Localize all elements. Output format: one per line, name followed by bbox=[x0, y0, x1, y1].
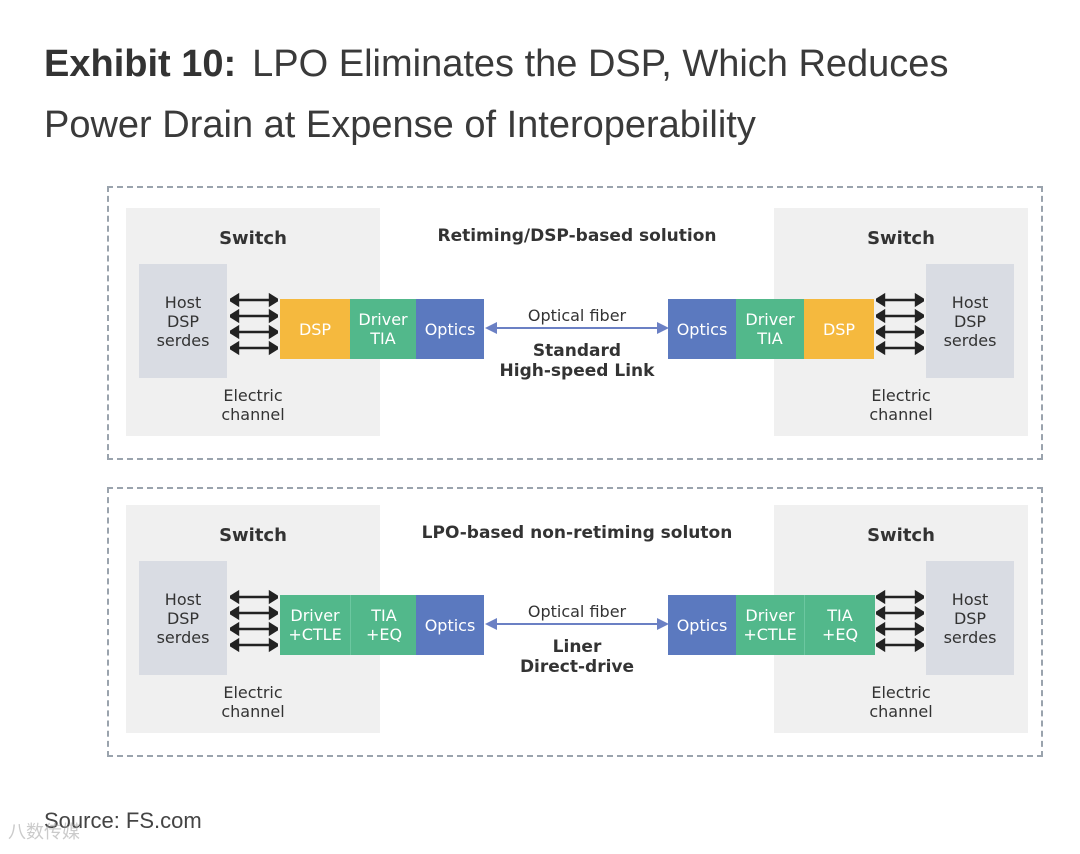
right-switch: Switch Host DSP serdes Electric channel bbox=[774, 505, 1028, 733]
source-note: Source: FS.com bbox=[44, 808, 202, 833]
switch-title: Switch bbox=[219, 228, 287, 249]
electric-lanes-icon bbox=[876, 292, 924, 356]
driver-ctle-block: Driver +CTLE bbox=[736, 595, 804, 655]
dsp-block: DSP bbox=[804, 299, 874, 359]
left-switch: Switch Host DSP serdes Electric channel bbox=[126, 505, 380, 733]
fiber-arrow-icon bbox=[485, 618, 669, 630]
electric-channel-label: Electric channel bbox=[221, 683, 285, 721]
link-label: Standard High-speed Link bbox=[499, 341, 655, 381]
link-label: Liner Direct-drive bbox=[519, 637, 635, 677]
driver-tia-block: Driver TIA bbox=[736, 299, 804, 359]
optics-block: Optics bbox=[668, 595, 736, 655]
exhibit-heading: LPO Eliminates the DSP, Which Reduces Po… bbox=[44, 43, 949, 146]
optical-fiber-label: Optical fiber bbox=[527, 306, 627, 325]
host-dsp-serdes: Host DSP serdes bbox=[926, 561, 1014, 675]
fiber-arrow-icon bbox=[485, 322, 669, 334]
exhibit-number: Exhibit 10: bbox=[44, 43, 237, 85]
panel-heading: LPO-based non-retiming soluton bbox=[421, 523, 733, 543]
tia-eq-block: TIA +EQ bbox=[804, 595, 875, 655]
optical-fiber-label: Optical fiber bbox=[527, 602, 627, 621]
lpo-solution-panel: Switch Host DSP serdes Electric channel … bbox=[107, 487, 1043, 757]
optics-block: Optics bbox=[668, 299, 736, 359]
tia-eq-block: TIA +EQ bbox=[350, 595, 417, 655]
electric-lanes-icon bbox=[230, 292, 278, 356]
optics-block: Optics bbox=[416, 299, 484, 359]
dsp-block: DSP bbox=[280, 299, 350, 359]
driver-tia-block: Driver TIA bbox=[350, 299, 416, 359]
host-dsp-serdes: Host DSP serdes bbox=[926, 264, 1014, 378]
switch-title: Switch bbox=[219, 525, 287, 546]
watermark: 八数传媒 bbox=[8, 822, 80, 843]
electric-lanes-icon bbox=[876, 589, 924, 653]
dsp-solution-panel: Switch Host DSP serdes Electric channel … bbox=[107, 186, 1043, 460]
right-switch: Switch Host DSP serdes Electric channel bbox=[774, 208, 1028, 436]
host-dsp-serdes: Host DSP serdes bbox=[139, 264, 227, 378]
driver-ctle-block: Driver +CTLE bbox=[280, 595, 350, 655]
host-dsp-serdes: Host DSP serdes bbox=[139, 561, 227, 675]
optics-block: Optics bbox=[416, 595, 484, 655]
panel-heading: Retiming/DSP-based solution bbox=[437, 226, 717, 246]
electric-channel-label: Electric channel bbox=[869, 683, 933, 721]
electric-channel-label: Electric channel bbox=[869, 386, 933, 424]
exhibit-title: Exhibit 10:LPO Eliminates the DSP, Which… bbox=[44, 34, 1064, 156]
switch-title: Switch bbox=[867, 525, 935, 546]
electric-lanes-icon bbox=[230, 589, 278, 653]
switch-title: Switch bbox=[867, 228, 935, 249]
electric-channel-label: Electric channel bbox=[221, 386, 285, 424]
